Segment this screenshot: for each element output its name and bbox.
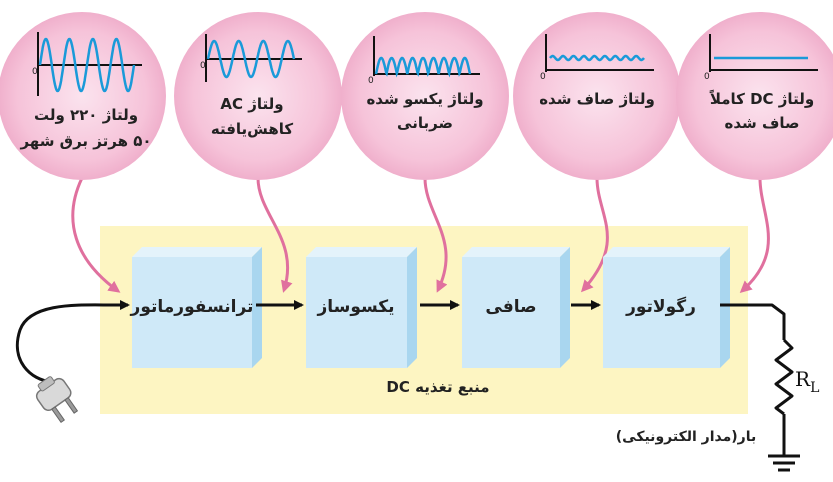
- load-label: بار(مدار الکترونیکی): [616, 429, 756, 445]
- bubble-stepdown: [174, 12, 342, 180]
- bubble-stepdown-line2: کاهش‌یافته: [211, 120, 294, 138]
- connector-filtered: [580, 177, 609, 293]
- waveform-rectified: 0: [368, 36, 480, 86]
- bubble-filtered-line1: ولتاژ صاف شده: [539, 90, 655, 108]
- block-rectifier: [306, 247, 417, 368]
- connector-mains: [71, 177, 121, 293]
- bubble-mains: [0, 12, 166, 180]
- connector-regulated: [739, 177, 770, 293]
- origin-label: 0: [32, 67, 38, 77]
- bubble-regulated-line2: صاف شده: [724, 114, 799, 132]
- origin-label: 0: [200, 61, 206, 71]
- waveform-mains: 0: [32, 32, 142, 96]
- connector-curves: [71, 177, 770, 293]
- bubble-regulated-line1: ولتاژ DC کاملاً: [709, 89, 814, 108]
- waveform-filtered: 0: [540, 34, 654, 82]
- bubble-rectified-line1: ولتاژ یکسو شده: [366, 90, 483, 108]
- resistor-icon: [774, 338, 794, 416]
- block-rectifier-label: یکسوساز: [316, 297, 394, 317]
- power-cable: [15, 303, 113, 384]
- bubble-rectified: [341, 12, 509, 180]
- origin-label: 0: [704, 72, 710, 82]
- block-transformer: [132, 247, 262, 368]
- block-filter: [462, 247, 570, 368]
- wave-line: [38, 37, 136, 93]
- waveforms: 0 0 0 0 0: [32, 32, 818, 96]
- bubble-filtered: [513, 12, 681, 180]
- block-transformer-label: ترانسفورماتور: [130, 297, 254, 317]
- waveform-regulated: 0: [704, 34, 818, 82]
- block-filter-label: صافی: [485, 297, 536, 317]
- block-regulator-label: رگولاتور: [625, 296, 696, 317]
- resistor-label: RL: [795, 367, 819, 396]
- connector-rectified: [423, 177, 448, 293]
- block-regulator: [603, 247, 730, 368]
- bubble-mains-line1: ولتاژ ۲۲۰ ولت: [34, 106, 138, 124]
- wave-line: [374, 56, 472, 78]
- origin-label: 0: [368, 76, 374, 86]
- output-circuit: [720, 303, 794, 456]
- power-plug-icon: [15, 303, 113, 424]
- origin-label: 0: [540, 72, 546, 82]
- bubble-regulated: [676, 12, 833, 180]
- waveform-stepdown: 0: [200, 34, 302, 82]
- power-supply-label: منبع تغذیه DC: [386, 378, 489, 396]
- bubble-stepdown-line1: ولتاژ AC: [220, 95, 283, 113]
- ground-icon: [768, 454, 800, 472]
- bubble-rectified-line2: ضربانی: [397, 114, 453, 132]
- bubble-mains-line2: ۵۰ هرتز برق شهر: [19, 132, 151, 150]
- wave-line: [549, 54, 645, 62]
- wave-line: [206, 39, 296, 79]
- connector-stepdown: [256, 177, 293, 293]
